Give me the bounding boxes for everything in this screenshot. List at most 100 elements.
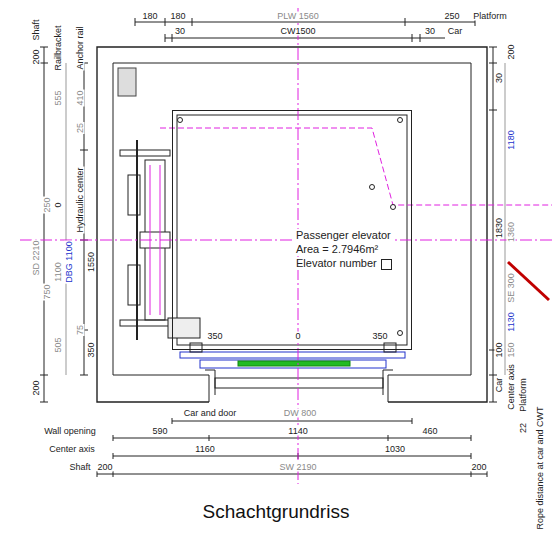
dimension-label: 150	[507, 341, 516, 358]
dimension-label: 555	[54, 89, 63, 106]
dimension-ticks	[172, 418, 412, 424]
dimension-label: SW 2190	[278, 463, 317, 472]
door-leaf	[238, 361, 350, 366]
dimension-label: 1160	[194, 445, 215, 454]
dimension-label: 25	[76, 122, 85, 134]
car-title: Passenger elevator	[295, 229, 392, 242]
rope-path	[160, 128, 552, 205]
axis-label: Car	[447, 27, 464, 36]
dimension-label: DW 800	[283, 409, 318, 418]
dimension-label: 100	[495, 341, 504, 358]
dimension-label: 750	[43, 283, 52, 300]
dimension-label: 590	[151, 427, 168, 436]
dimension-label: PLW 1560	[276, 12, 319, 21]
dimension-line	[66, 63, 67, 375]
dimension-ticks	[113, 435, 471, 441]
rail-bracket	[118, 68, 136, 96]
dimension-label: 505	[54, 336, 63, 353]
dimension-ticks	[97, 471, 487, 477]
dimension-label: 200	[507, 43, 516, 60]
dimension-label: 180	[141, 12, 158, 21]
dimension-label: 0	[54, 201, 63, 208]
dimension-label: 250	[443, 12, 460, 21]
dimension-label: 30	[174, 27, 186, 36]
dimension-label: 30	[495, 72, 504, 84]
dimension-line	[135, 22, 475, 23]
dimension-line	[505, 63, 506, 375]
dimension-line	[113, 438, 471, 439]
dimension-label: 460	[421, 427, 438, 436]
dimension-label: SE 300	[507, 272, 516, 304]
dimension-label: 1130	[507, 311, 516, 332]
door-post	[190, 343, 202, 352]
elevator-car: Passenger elevatorArea = 2.7946m²Elevato…	[172, 110, 412, 350]
dimension-line	[97, 474, 487, 475]
rope-point	[398, 331, 403, 336]
landing-sill	[200, 360, 386, 368]
car-sill	[180, 352, 405, 358]
dimension-label: CW1500	[279, 27, 316, 36]
rail-bracket	[120, 320, 170, 326]
dimension-label: 410	[76, 89, 85, 106]
dimension-label: 75	[76, 324, 85, 336]
dimension-label: SD 2210	[32, 239, 41, 276]
rail-bracket	[120, 150, 170, 156]
dimension-label: 200	[470, 463, 487, 472]
cylinder-axis	[150, 165, 160, 315]
dimension-label: 1550	[87, 251, 96, 273]
axis-label: Platform	[519, 377, 528, 413]
dimension-label: 22	[519, 422, 528, 434]
landing-door	[215, 378, 383, 388]
car-info: Elevator number	[295, 257, 378, 270]
dimension-line	[172, 421, 412, 422]
axis-label: Shaft	[32, 18, 41, 41]
shaft-outer-wall	[97, 47, 487, 402]
shaft-inner-wall	[113, 63, 471, 375]
axis-label: Center axis	[48, 445, 96, 454]
rope-point	[178, 118, 183, 123]
dimension-label: 1100	[54, 261, 63, 282]
dimension-label: 200	[32, 379, 41, 396]
dimension-label: 1140	[287, 427, 308, 436]
dimension-label: 1180	[507, 129, 516, 150]
axis-label: Center axis	[507, 363, 516, 411]
dimension-line	[44, 47, 45, 402]
axis-label: Car and door	[183, 409, 238, 418]
axis-label: Platform	[472, 12, 508, 21]
dimension-label: 250	[43, 196, 52, 213]
dimension-ticks	[40, 47, 48, 402]
dimension-label: 180	[169, 12, 186, 21]
rope-point	[398, 118, 403, 123]
rope-point	[370, 185, 375, 190]
door-frame	[205, 370, 393, 395]
axis-label: Shaft	[68, 463, 91, 472]
axis-label: Car	[495, 377, 504, 394]
number-box	[381, 259, 392, 270]
car-inner-wall	[177, 115, 407, 345]
dimension-label: DBG 1100	[65, 240, 74, 283]
dimension-label: 1830	[495, 217, 504, 239]
dimension-label: 350	[371, 332, 388, 341]
dimension-label: 200	[32, 48, 41, 65]
dimension-label: 350	[206, 332, 223, 341]
dimension-line	[113, 456, 471, 457]
dimension-label: 1360	[507, 221, 516, 243]
axis-label: Hydraulic center	[76, 166, 85, 233]
dimension-label: 0	[294, 332, 301, 341]
dimension-label: 200	[96, 463, 113, 472]
dimension-label: 30	[424, 27, 436, 36]
axis-label: Railbracket	[54, 24, 63, 71]
car-info: Area = 2.7946m²	[295, 243, 379, 256]
axis-label: Wall opening	[43, 427, 97, 436]
axis-label: Anchor rail	[76, 25, 85, 70]
dimension-line	[493, 47, 494, 402]
dimension-ticks	[113, 453, 471, 459]
dimension-line	[165, 38, 445, 39]
center-line	[20, 240, 552, 241]
guide-shoe	[128, 265, 140, 305]
dimension-label: 1030	[384, 445, 406, 454]
rope-point	[391, 205, 396, 210]
door-post	[384, 343, 396, 352]
dimension-label: 350	[87, 341, 96, 358]
